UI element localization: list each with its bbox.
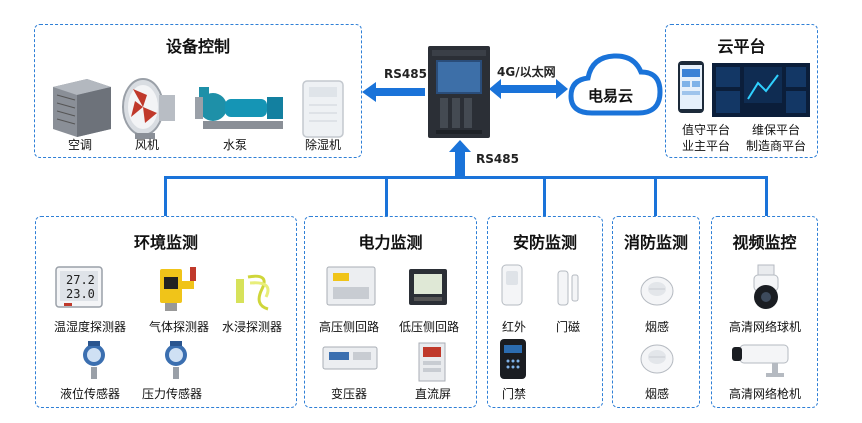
security-label-door-magnet: 门磁 bbox=[555, 320, 581, 334]
cloud-platform-screens bbox=[678, 61, 810, 117]
power-label-dc: 直流屏 bbox=[414, 387, 452, 401]
controller-cabinet-icon bbox=[428, 46, 490, 138]
env-label-thermo: 温湿度探测器 bbox=[53, 320, 127, 334]
lv-circuit-icon bbox=[409, 269, 447, 305]
access-control-icon bbox=[500, 339, 526, 379]
power-label-transformer: 变压器 bbox=[330, 387, 368, 401]
bus-drop-security bbox=[543, 176, 546, 216]
bus-drop-fire bbox=[654, 176, 657, 216]
power-icons bbox=[322, 266, 447, 382]
infrared-detector-icon bbox=[501, 264, 523, 306]
device-label-dehumidifier: 除湿机 bbox=[304, 138, 342, 152]
rs485-left-arrow bbox=[362, 82, 425, 102]
dc-panel-icon bbox=[418, 342, 446, 382]
device-control-icons bbox=[53, 78, 344, 139]
environment-icons bbox=[55, 266, 270, 379]
power-title: 电力监测 bbox=[358, 233, 423, 252]
video-panel: 视频监控 高清网络球机 高清网络枪机 bbox=[711, 216, 818, 408]
dehumidifier-icon bbox=[302, 80, 344, 138]
smoke-detector-icon bbox=[640, 276, 674, 306]
bus-drop-video bbox=[765, 176, 768, 216]
device-control-title: 设备控制 bbox=[165, 37, 230, 56]
4g-label: 4G/以太网 bbox=[497, 65, 556, 79]
video-label-bullet: 高清网络枪机 bbox=[728, 387, 802, 401]
rs485-left-label: RS485 bbox=[384, 67, 427, 81]
video-icons bbox=[732, 264, 789, 377]
device-control-panel: 设备控制 bbox=[34, 24, 362, 158]
fire-label-smoke-1: 烟感 bbox=[644, 320, 670, 334]
water-pump-icon bbox=[195, 87, 283, 129]
rs485-up-arrow bbox=[449, 140, 471, 178]
air-conditioner-icon bbox=[53, 79, 111, 137]
security-title: 安防监测 bbox=[512, 233, 577, 252]
thermo-hygrometer-icon bbox=[55, 266, 103, 308]
rs485-down-label: RS485 bbox=[476, 152, 519, 166]
video-title: 视频监控 bbox=[732, 233, 797, 252]
transformer-icon bbox=[322, 346, 378, 370]
security-icons bbox=[500, 264, 579, 379]
cloud-platform-title: 云平台 bbox=[717, 37, 766, 56]
power-label-hv: 高压侧回路 bbox=[318, 320, 380, 334]
fan-icon bbox=[122, 78, 175, 139]
smoke-detector-icon-2 bbox=[640, 344, 674, 374]
env-label-level: 液位传感器 bbox=[59, 387, 121, 401]
security-panel: 安防监测 红外 门磁 门禁 bbox=[487, 216, 603, 408]
device-label-fan: 风机 bbox=[134, 138, 160, 152]
power-label-lv: 低压侧回路 bbox=[398, 320, 460, 334]
environment-title: 环境监测 bbox=[133, 233, 198, 252]
device-label-ac: 空调 bbox=[67, 138, 93, 152]
bus-drop-power bbox=[385, 176, 388, 216]
env-label-leak: 水浸探测器 bbox=[221, 320, 283, 334]
cloud-item-maintenance: 维保平台 bbox=[751, 123, 801, 137]
cloud-item-owner: 业主平台 bbox=[681, 139, 731, 153]
device-label-pump: 水泵 bbox=[222, 138, 248, 152]
power-panel: 电力监测 高压侧回路 低压侧回路 变压器 直流屏 bbox=[304, 216, 477, 408]
hv-circuit-icon bbox=[326, 266, 376, 306]
security-label-access: 门禁 bbox=[501, 387, 527, 401]
cloud-item-manufacturer: 制造商平台 bbox=[745, 139, 807, 153]
env-label-pressure: 压力传感器 bbox=[141, 387, 203, 401]
bullet-camera-icon bbox=[732, 344, 789, 377]
bus-line bbox=[165, 176, 767, 179]
env-label-gas: 气体探测器 bbox=[148, 320, 210, 334]
4g-double-arrow bbox=[489, 79, 568, 99]
gas-detector-icon bbox=[160, 267, 196, 311]
cloud-item-duty: 值守平台 bbox=[681, 123, 731, 137]
video-label-dome: 高清网络球机 bbox=[728, 320, 802, 334]
fire-icons bbox=[640, 276, 674, 374]
security-label-infrared: 红外 bbox=[501, 320, 527, 334]
dome-camera-icon bbox=[753, 264, 779, 309]
fire-title: 消防监测 bbox=[623, 233, 688, 252]
fire-panel: 消防监测 烟感 烟感 bbox=[612, 216, 700, 408]
thermo-value-1: 27.2 bbox=[66, 273, 95, 287]
cloud-label: 电易云 bbox=[588, 87, 634, 105]
bus-drop-env bbox=[164, 176, 167, 216]
environment-panel: 环境监测 27.2 bbox=[35, 216, 297, 408]
pressure-sensor-icon bbox=[165, 341, 187, 379]
cloud-platform-panel: 云平台 值守平台 维保平台 业主平台 制造商平台 bbox=[665, 24, 818, 158]
dashboard-screen-icon bbox=[712, 63, 810, 117]
fire-label-smoke-2: 烟感 bbox=[644, 387, 670, 401]
water-leak-detector-icon bbox=[236, 274, 270, 311]
mobile-app-icon bbox=[678, 61, 704, 113]
thermo-value-2: 23.0 bbox=[66, 287, 95, 301]
door-magnet-icon bbox=[557, 270, 579, 306]
cloud-icon bbox=[568, 53, 663, 116]
level-sensor-icon bbox=[83, 341, 105, 379]
